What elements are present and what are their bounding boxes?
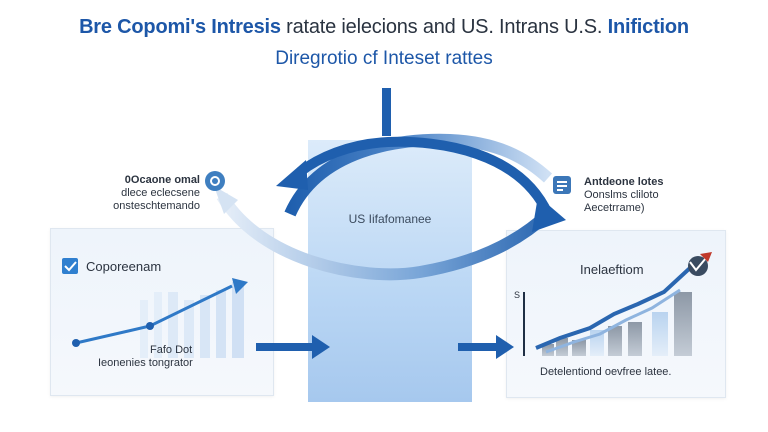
right-panel-chart xyxy=(523,266,692,356)
title-middle-part: ratate ielecions and US. Intrans U.S. xyxy=(280,16,608,38)
left-connector-arrow xyxy=(256,335,330,359)
left-panel-caption2: Ieonenies tongrator xyxy=(98,357,193,369)
globe-icon xyxy=(205,171,225,191)
right-panel-caption: Detelentiond oevfree latee. xyxy=(540,366,672,378)
left-callout-line3: onsteschtemando xyxy=(113,200,200,212)
lower-cycle-arrow xyxy=(214,186,566,281)
right-panel-label: Inelaeftiom xyxy=(580,262,644,277)
left-callout-line1: 0Ocaone omal xyxy=(124,174,200,186)
page-title: Bre Copomi's Intresis ratate ielecions a… xyxy=(0,16,768,39)
right-connector-arrow xyxy=(458,335,514,359)
right-callout: Antdeone lotes Oonslms cliloto Aecetrram… xyxy=(584,176,663,215)
trend-badge-icon xyxy=(688,252,712,276)
center-label: US Iifafomanee xyxy=(348,212,432,226)
document-icon xyxy=(553,176,571,194)
down-arrow xyxy=(382,88,391,136)
right-callout-line2: Oonslms cliloto xyxy=(584,189,659,201)
left-panel-chart xyxy=(72,278,248,358)
left-callout: 0Ocaone omal dlece eclecsene onsteschtem… xyxy=(80,174,200,213)
title-bold-part: Bre Copomi's Intresis xyxy=(79,16,281,38)
right-callout-line1: Antdeone lotes xyxy=(584,176,664,188)
right-callout-line3: Aecetrrame) xyxy=(584,202,645,214)
checkbox-icon xyxy=(62,258,78,274)
title-tail-part: Inifiction xyxy=(607,16,690,38)
left-panel-caption1: Fafo Dot xyxy=(150,344,193,356)
upper-cycle-arrow xyxy=(276,133,553,217)
page-subtitle: Diregrotio cf Inteset rattes xyxy=(275,48,493,69)
left-panel-label: Coporeenam xyxy=(86,259,162,274)
left-callout-line2: dlece eclecsene xyxy=(121,187,200,199)
right-panel-axis-label: S xyxy=(514,290,521,300)
